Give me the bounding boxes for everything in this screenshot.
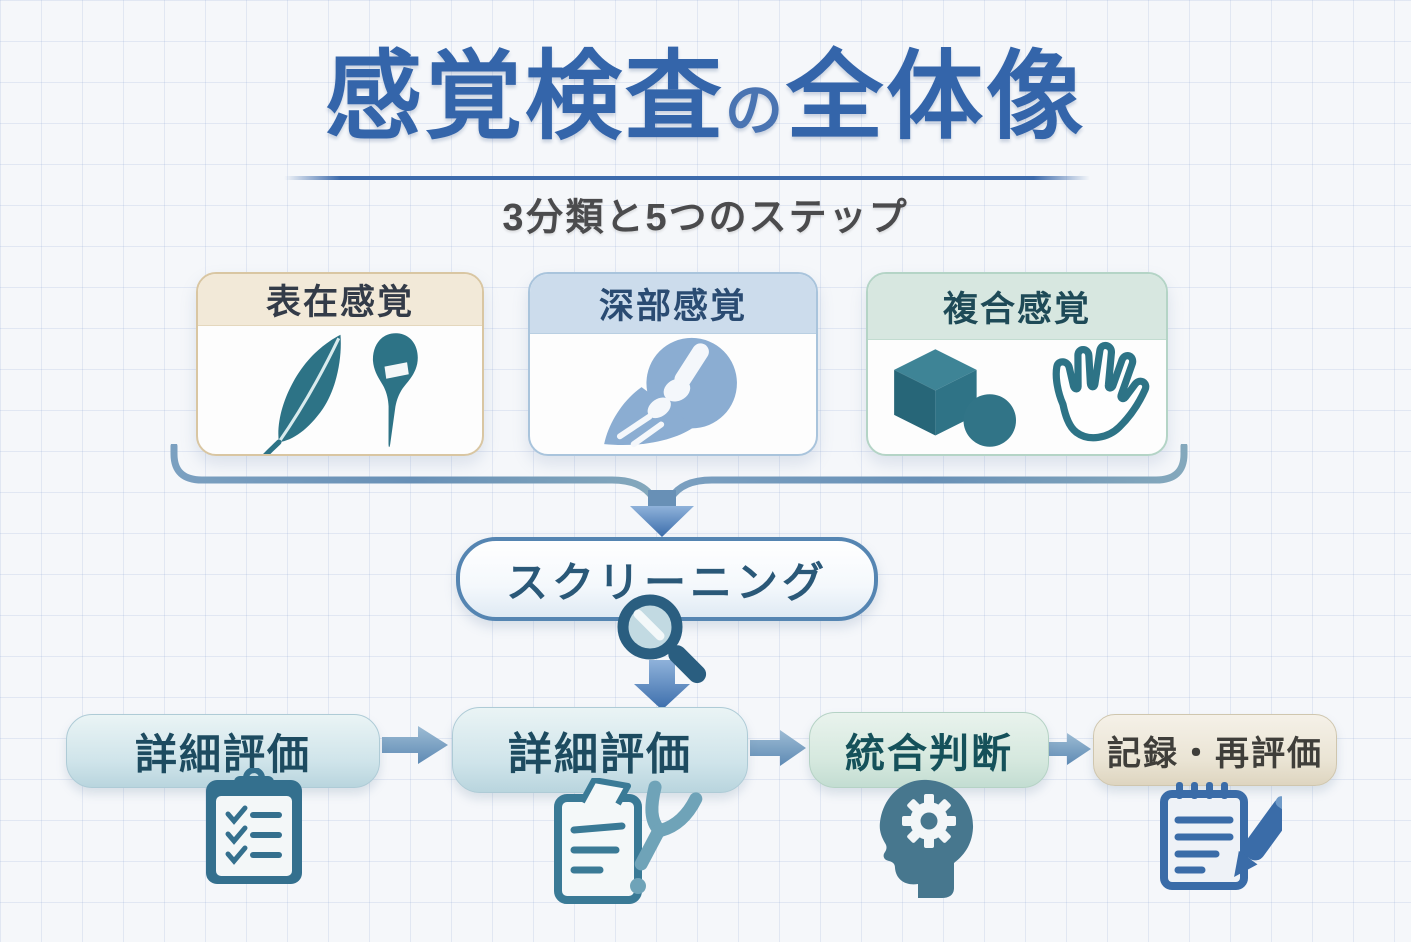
step-arrow-1: [382, 726, 448, 764]
step-label: 詳細評価: [134, 730, 311, 778]
category-card-superficial-header: 表在感覚: [198, 274, 482, 326]
step-pill-3: 統合判断: [809, 712, 1049, 788]
step-pill-1: 詳細評価: [66, 714, 380, 788]
clipboard-checklist-icon: [206, 768, 302, 884]
funnel-stem: [648, 490, 676, 508]
category-label: 深部感覚: [598, 287, 747, 326]
sphere-icon: [963, 394, 1016, 447]
feather-icon: [263, 334, 341, 454]
category-card-combined: 複合感覚: [866, 272, 1168, 456]
step-pill-4: 記録・再評価: [1093, 714, 1337, 786]
category-label: 表在感覚: [265, 283, 414, 322]
step-arrow-3: [1049, 733, 1091, 765]
subtitle: 3分類と5つのステップ: [502, 197, 909, 239]
screening-label: スクリーニング: [505, 558, 828, 606]
category-card-combined-body: [868, 340, 1166, 454]
pin-icon: [372, 333, 418, 448]
notepad-pen-icon: [1160, 782, 1282, 890]
converge-bracket: [170, 444, 1188, 537]
magnifier-icon: [617, 594, 707, 684]
category-card-deep-body: [530, 334, 816, 454]
step-label: 統合判断: [845, 732, 1013, 776]
step-arrow-2: [750, 730, 806, 766]
hand-icon: [1052, 341, 1150, 442]
category-card-deep: 深部感覚: [528, 272, 818, 456]
title-part1: 感覚検査: [324, 42, 725, 151]
title-underline: [284, 176, 1090, 180]
category-card-superficial: 表在感覚: [196, 272, 484, 456]
joint-icon: [604, 337, 737, 448]
title-part2: 全体像: [786, 42, 1087, 151]
pen-icon: [1234, 796, 1282, 878]
cube-sphere-icon: [894, 349, 1016, 447]
page-title: 感覚検査の全体像: [0, 36, 1411, 157]
category-card-deep-header: 深部感覚: [530, 274, 816, 334]
screening-to-steps-arrow: [634, 660, 690, 710]
category-label: 複合感覚: [942, 290, 1091, 329]
category-card-combined-header: 複合感覚: [868, 274, 1166, 340]
step-label: 記録・再評価: [1107, 734, 1323, 773]
document-tuning-fork-icon: [554, 778, 703, 904]
title-block: 感覚検査の全体像: [0, 36, 1411, 157]
step-label: 詳細評価: [508, 730, 692, 779]
category-card-superficial-body: [198, 326, 482, 454]
funnel-arrowhead: [630, 506, 694, 537]
title-particle: の: [724, 78, 787, 143]
head-gear-icon: [879, 779, 974, 898]
